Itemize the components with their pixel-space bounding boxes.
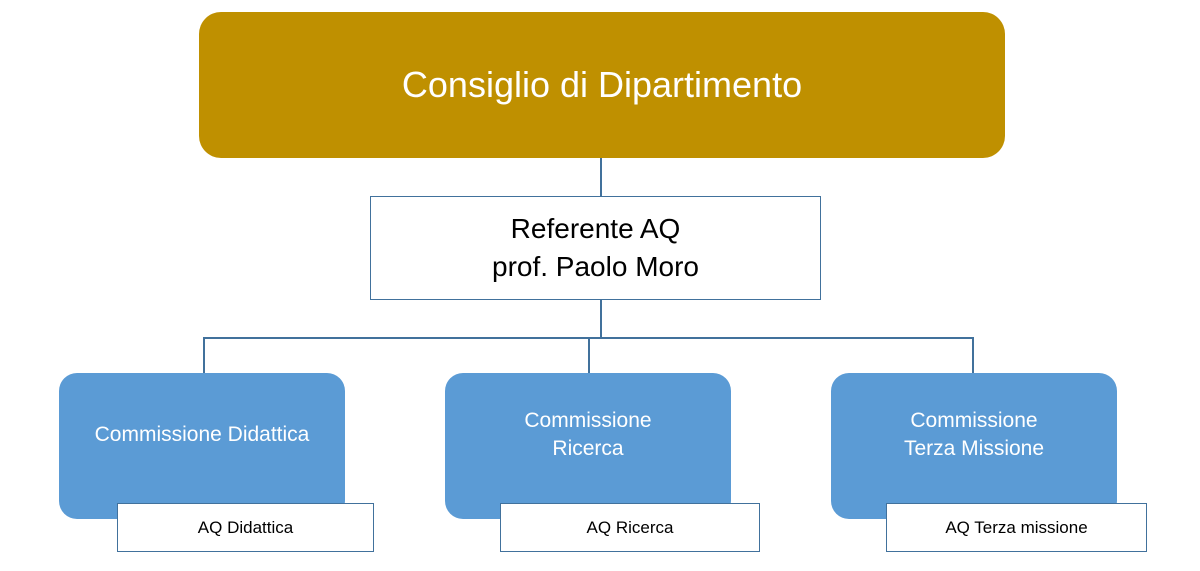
connector-to-terza-missione [972,337,974,373]
node-label-line2: prof. Paolo Moro [492,251,699,282]
node-aq-didattica: AQ Didattica [117,503,374,552]
node-label: Consiglio di Dipartimento [401,64,803,105]
node-label: AQ Terza missione [945,517,1088,537]
node-label-line2: Ricerca [552,437,624,460]
node-label: AQ Ricerca [586,517,674,537]
node-label-line1: Commissione [910,409,1038,432]
node-commissione-didattica: Commissione Didattica [59,373,345,519]
connector-root-to-referente [600,158,602,196]
node-commissione-ricerca: Commissione Ricerca [445,373,731,519]
node-commissione-terza-missione: Commissione Terza Missione [831,373,1117,519]
connector-to-ricerca [588,337,590,373]
node-aq-terza-missione: AQ Terza missione [886,503,1147,552]
connector-to-didattica [203,337,205,373]
node-label-line1: Commissione [524,409,652,432]
node-label: AQ Didattica [197,517,294,537]
connector-referente-down [600,300,602,337]
node-label-line1: Referente AQ [510,213,681,244]
node-label-line2: Terza Missione [903,437,1045,460]
node-referente-aq: Referente AQ prof. Paolo Moro [370,196,821,300]
node-consiglio-di-dipartimento: Consiglio di Dipartimento [199,12,1005,158]
node-aq-ricerca: AQ Ricerca [500,503,760,552]
node-label-line1: Commissione Didattica [94,423,310,446]
